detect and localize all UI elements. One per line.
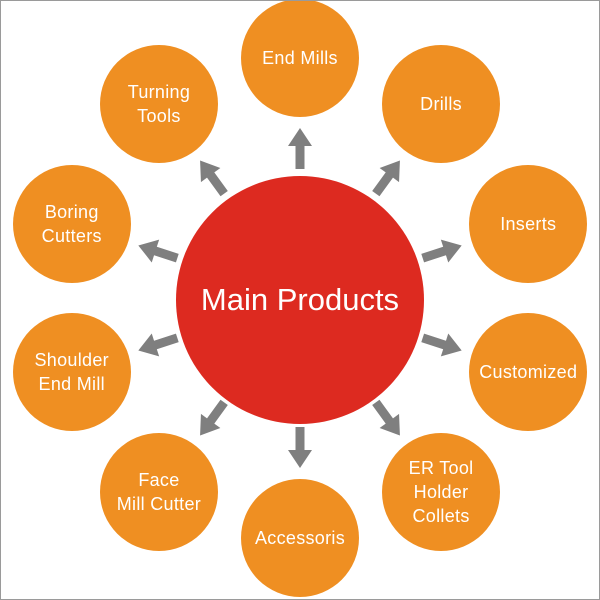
arrow-to-er-tool-holder-collets: [372, 399, 400, 436]
product-circle-shoulder-end-mill: Shoulder End Mill: [12, 313, 131, 432]
arrow-to-turning-tools: [200, 160, 228, 197]
product-circle-er-tool-holder-collets: ER Tool Holder Collets: [382, 433, 501, 552]
arrow-to-accessoris: [288, 427, 312, 468]
product-label-boring-cutters: Boring Cutters: [41, 201, 102, 246]
arrow-to-drills: [372, 160, 400, 197]
center-label: Main Products: [200, 282, 400, 317]
product-circle-end-mills: End Mills: [241, 0, 359, 117]
arrow-to-customized: [421, 333, 462, 357]
product-label-face-mill-cutter: Face Mill Cutter: [116, 470, 202, 515]
arrow-to-face-mill-cutter: [200, 399, 228, 436]
center-circle: Main Products: [176, 176, 424, 424]
arrow-to-end-mills: [288, 128, 312, 169]
arrow-to-boring-cutters: [138, 239, 179, 263]
product-label-inserts: Inserts: [500, 213, 557, 234]
product-label-accessoris: Accessoris: [254, 528, 346, 548]
product-label-er-tool-holder-collets: ER Tool Holder Collets: [408, 458, 474, 527]
product-circle-face-mill-cutter: Face Mill Cutter: [99, 433, 218, 552]
product-circle-turning-tools: Turning Tools: [99, 44, 218, 163]
product-circle-inserts: Inserts: [469, 164, 588, 283]
product-circle-boring-cutters: Boring Cutters: [12, 164, 131, 283]
product-label-end-mills: End Mills: [262, 48, 338, 68]
product-label-customized: Customized: [479, 362, 578, 383]
product-circle-customized: Customized: [469, 313, 588, 432]
product-circle-accessoris: Accessoris: [241, 479, 359, 597]
arrow-to-inserts: [421, 239, 462, 263]
arrow-to-shoulder-end-mill: [138, 333, 179, 357]
product-label-shoulder-end-mill: Shoulder End Mill: [34, 350, 109, 395]
product-label-drills: Drills: [420, 93, 462, 114]
product-circle-drills: Drills: [382, 44, 501, 163]
product-label-turning-tools: Turning Tools: [127, 81, 191, 126]
